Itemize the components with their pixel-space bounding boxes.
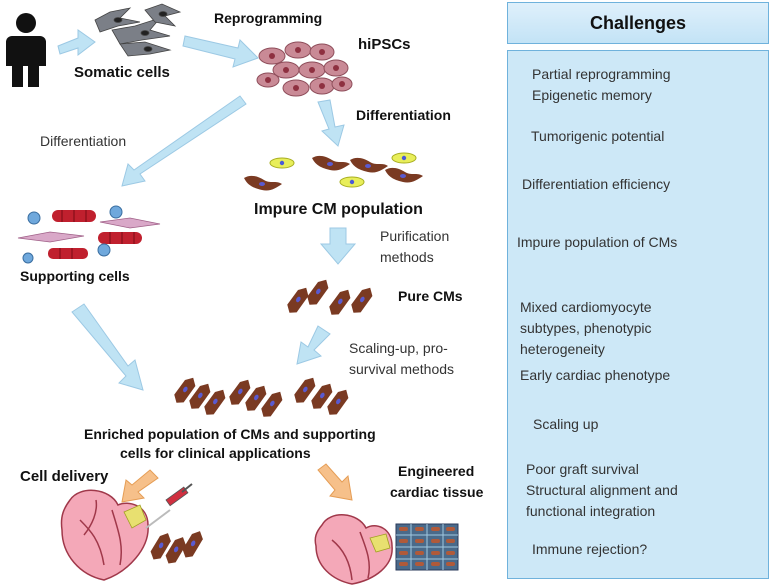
pure-cms-label: Pure CMs bbox=[398, 288, 463, 304]
cell-delivery-label: Cell delivery bbox=[20, 468, 109, 485]
challenge-item: Epigenetic memory bbox=[532, 87, 652, 103]
engineered-tissue-image bbox=[395, 523, 459, 571]
pure-cm-image bbox=[284, 275, 376, 319]
arrow-reprogramming bbox=[182, 35, 259, 68]
challenge-item: Poor graft survival bbox=[526, 461, 639, 477]
heart-right-image bbox=[314, 514, 393, 585]
somatic-cells-label: Somatic cells bbox=[74, 64, 170, 81]
challenge-item: Early cardiac phenotype bbox=[520, 367, 671, 383]
arrow-engineered bbox=[317, 463, 353, 501]
challenge-item: heterogeneity bbox=[520, 341, 605, 357]
scaling-label-line2: survival methods bbox=[349, 361, 455, 377]
arrow-scaling bbox=[296, 325, 331, 365]
challenge-item: Differentiation efficiency bbox=[522, 176, 671, 192]
arrow-differentiation-left bbox=[121, 95, 247, 187]
supporting-cells-label: Supporting cells bbox=[20, 268, 130, 284]
challenge-item: Structural alignment and bbox=[526, 482, 678, 498]
syringe-icon bbox=[145, 483, 193, 529]
challenge-item: Impure population of CMs bbox=[517, 234, 678, 250]
arrow-person-to-cells bbox=[57, 29, 96, 57]
purification-label-line2: methods bbox=[380, 249, 434, 265]
arrow-cell-delivery bbox=[121, 469, 159, 503]
purification-label-line1: Purification bbox=[380, 228, 450, 244]
enriched-label-line1: Enriched population of CMs and supportin… bbox=[84, 426, 376, 442]
arrow-differentiation-down bbox=[317, 99, 345, 147]
hipscs-label: hiPSCs bbox=[358, 36, 411, 53]
differentiation-right-label: Differentiation bbox=[356, 107, 451, 123]
enriched-label-line2: cells for clinical applications bbox=[120, 445, 311, 461]
somatic-cells-image bbox=[94, 3, 182, 57]
challenge-item: Scaling up bbox=[533, 416, 599, 432]
impure-population-label: Impure CM population bbox=[254, 201, 423, 218]
engineered-label-line1: Engineered bbox=[398, 463, 475, 479]
challenges-panel bbox=[507, 50, 769, 579]
hipsc-cluster-image bbox=[256, 41, 353, 97]
scaling-label-line1: Scaling-up, pro- bbox=[349, 340, 448, 356]
differentiation-left-label: Differentiation bbox=[40, 133, 127, 149]
arrow-supporting-to-enriched bbox=[71, 303, 144, 391]
challenges-title: Challenges bbox=[589, 12, 687, 33]
engineered-label-line2: cardiac tissue bbox=[390, 484, 484, 500]
supporting-cells-image bbox=[17, 205, 161, 264]
enriched-cm-image bbox=[171, 373, 352, 421]
person-icon bbox=[6, 13, 46, 87]
challenge-item: subtypes, phenotypic bbox=[520, 320, 652, 336]
challenge-item: functional integration bbox=[526, 503, 656, 519]
challenge-item: Mixed cardiomyocyte bbox=[520, 299, 652, 315]
challenges-header: Challenges bbox=[507, 2, 769, 44]
impure-cm-image bbox=[244, 152, 423, 191]
heart-left-image bbox=[60, 489, 149, 581]
arrow-purification bbox=[319, 227, 357, 265]
challenge-item: Immune rejection? bbox=[532, 541, 648, 557]
delivered-cm-image bbox=[148, 527, 206, 567]
reprogramming-label: Reprogramming bbox=[214, 10, 323, 26]
challenge-item: Tumorigenic potential bbox=[531, 128, 665, 144]
challenge-item: Partial reprogramming bbox=[532, 66, 671, 82]
